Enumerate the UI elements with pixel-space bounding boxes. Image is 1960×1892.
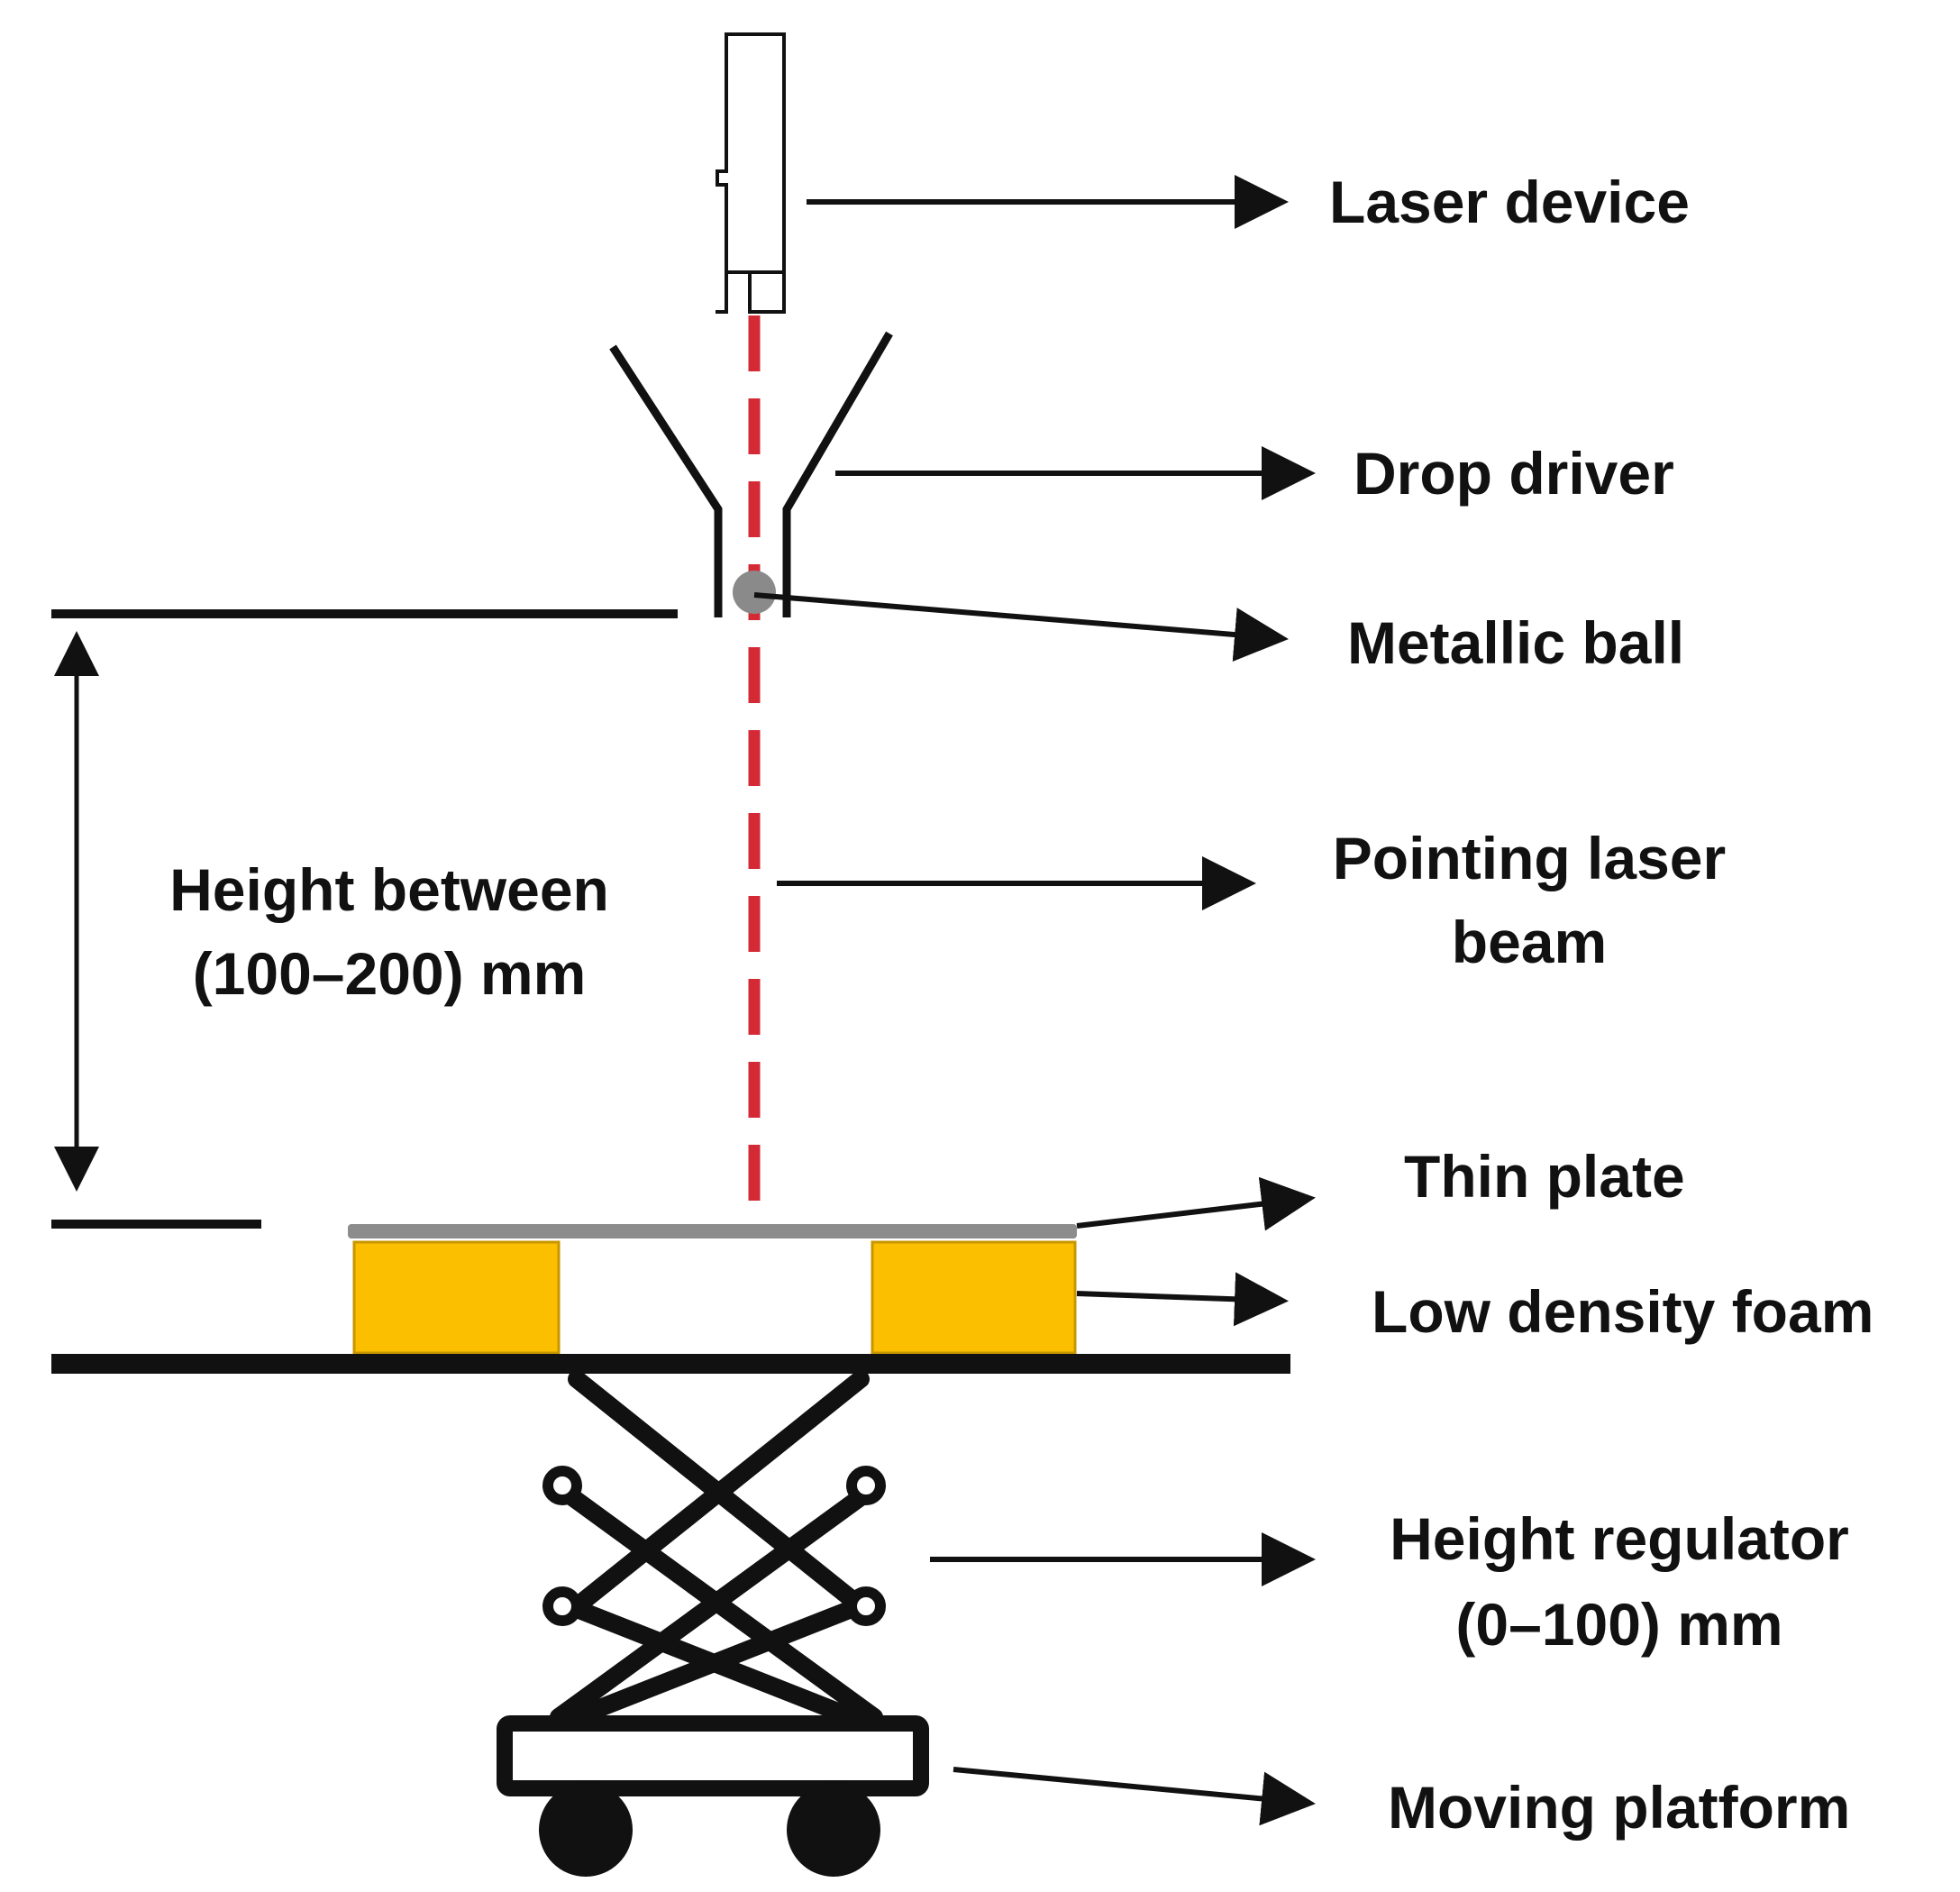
laser-device — [716, 32, 786, 314]
foam-arrow — [1076, 1272, 1289, 1327]
laser-device-label: Laser device — [1329, 169, 1690, 235]
pointing-laser-beam-label-line1: Pointing laser — [1333, 825, 1726, 891]
moving-platform-body — [497, 1715, 929, 1796]
base-plate — [51, 1354, 1290, 1374]
drop-driver-label: Drop driver — [1354, 440, 1674, 507]
height-between-label-line1: Height between — [169, 856, 609, 923]
scissor-lift — [550, 1370, 883, 1726]
low-density-foam-label: Low density foam — [1372, 1278, 1873, 1345]
height-regulator-label-line1: Height regulator — [1390, 1505, 1849, 1572]
moving-platform-label: Moving platform — [1388, 1774, 1850, 1841]
thin-plate-arrow — [1076, 1176, 1316, 1231]
wheel-right-icon — [787, 1783, 880, 1877]
scissor-pivots — [542, 1466, 886, 1626]
wheel-left-icon — [539, 1783, 633, 1877]
metallic-ball — [733, 571, 776, 614]
foam-block-right — [871, 1240, 1077, 1355]
drop-driver — [609, 331, 893, 617]
height-between-label-line2: (100–200) mm — [193, 940, 587, 1007]
foam-block-left — [352, 1240, 561, 1355]
metallic-ball-arrow — [753, 592, 1289, 662]
pointing-laser-beam-label-line2: beam — [1452, 909, 1607, 975]
thin-plate-label: Thin plate — [1404, 1143, 1685, 1210]
thin-plate — [348, 1224, 1077, 1238]
metallic-ball-label: Metallic ball — [1347, 609, 1684, 676]
moving-platform-arrow — [953, 1767, 1316, 1826]
height-regulator-label-line2: (0–100) mm — [1455, 1591, 1782, 1658]
